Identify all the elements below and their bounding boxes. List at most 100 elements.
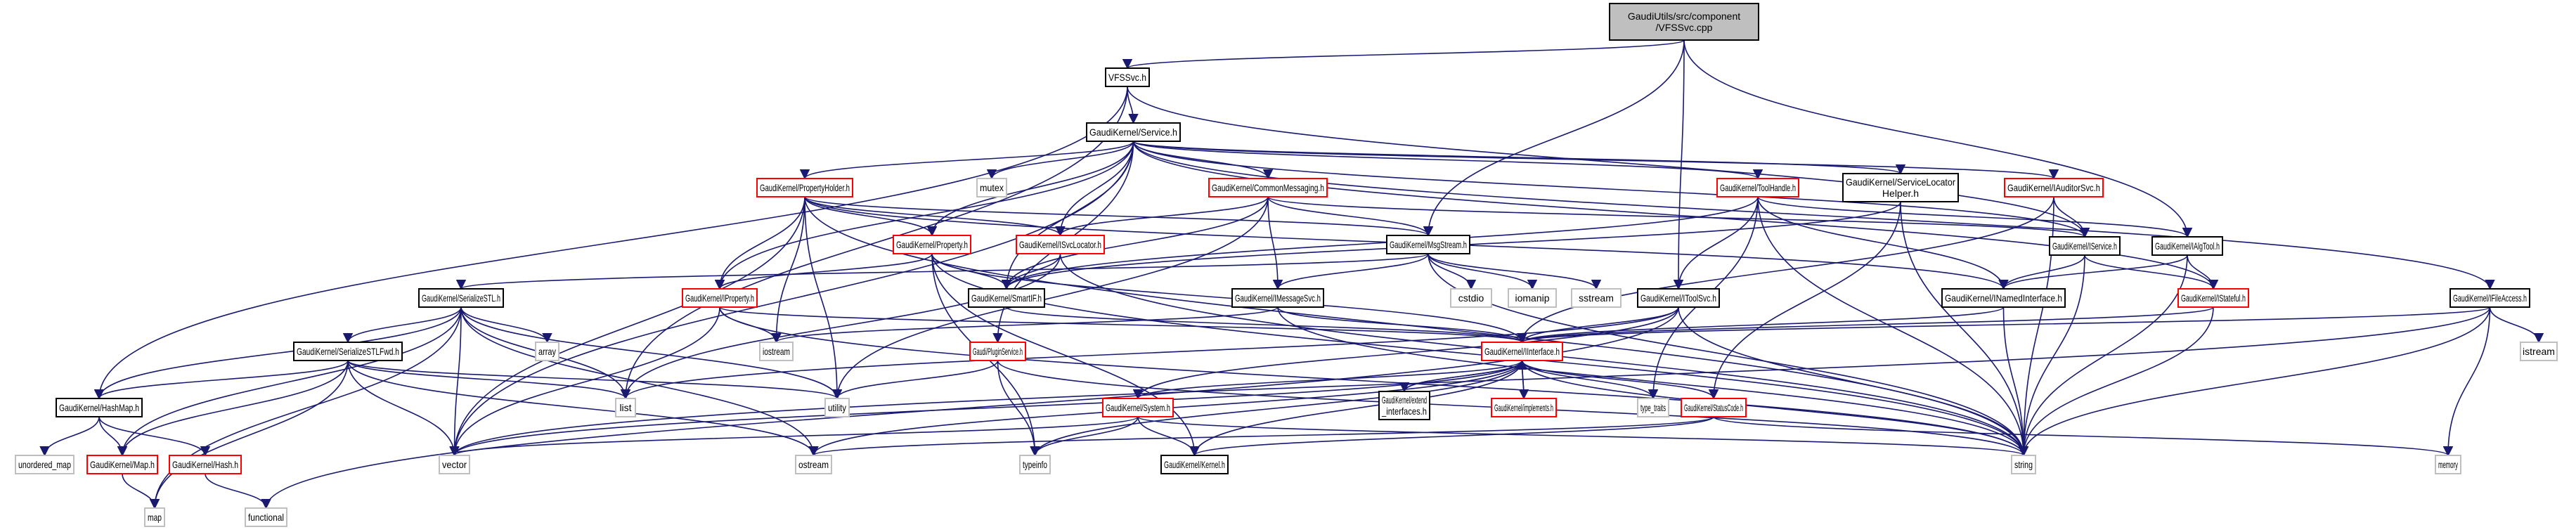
- node-root[interactable]: GaudiUtils/src/component/VFSSvc.cpp: [1609, 3, 1759, 41]
- node-statuscode-h[interactable]: GaudiKernel/StatusCode.h: [1681, 398, 1747, 417]
- node-isvclocator-h[interactable]: GaudiKernel/ISvcLocator.h: [1016, 235, 1105, 254]
- node-imessagesvc-h[interactable]: GaudiKernel/IMessageSvc.h: [1231, 288, 1324, 308]
- edge-imessagesvc_h-to-string: [1277, 306, 2029, 457]
- node-implements-h[interactable]: GaudiKernel/implements.h: [1491, 398, 1557, 417]
- node-box: [1105, 67, 1150, 87]
- edge-service_h-to-toolhandle_h: [1132, 141, 1763, 180]
- node-pluginservice-h[interactable]: Gaudi/PluginService.h: [969, 342, 1026, 361]
- node-label: GaudiKernel/System.h: [1106, 402, 1170, 413]
- node-label: GaudiKernel/Hash.h: [172, 459, 238, 470]
- edge-serializestl_h-to-utility: [460, 306, 843, 400]
- edge-service_h-to-isvclocator_h: [1055, 141, 1134, 237]
- node-hashmap-h[interactable]: GaudiKernel/HashMap.h: [56, 398, 143, 417]
- node-map-h[interactable]: GaudiKernel/Map.h: [86, 455, 158, 474]
- node-cstdio[interactable]: cstdio: [1450, 288, 1492, 308]
- node-sstream[interactable]: sstream: [1571, 288, 1622, 308]
- node-typeinfo[interactable]: typeinfo: [1019, 455, 1051, 474]
- edge-root-to-msgstream_h: [1423, 39, 1685, 237]
- node-label: typeinfo: [1023, 459, 1047, 470]
- node-serializestlfwd-h[interactable]: GaudiKernel/SerializeSTLFwd.h: [293, 342, 403, 361]
- node-label: GaudiKernel/ISvcLocator.h: [1019, 239, 1101, 250]
- node-box: [56, 398, 143, 417]
- node-label: utility: [828, 402, 846, 413]
- node-box: [1681, 398, 1747, 417]
- node-box: [2520, 342, 2558, 361]
- node-box: [976, 178, 1007, 197]
- node-iinterface-h[interactable]: GaudiKernel/IInterface.h: [1481, 342, 1563, 361]
- node-mutex[interactable]: mutex: [976, 178, 1007, 197]
- node-vector[interactable]: vector: [439, 455, 470, 474]
- node-serializestl-h[interactable]: GaudiKernel/SerializeSTL.h: [418, 288, 504, 308]
- node-memory[interactable]: memory: [2435, 455, 2461, 474]
- node-label: GaudiKernel/IToolSvc.h: [1640, 292, 1716, 304]
- node-utility[interactable]: utility: [824, 398, 850, 417]
- node-iauditorsvc-h[interactable]: GaudiKernel/IAuditorSvc.h: [2004, 178, 2104, 197]
- node-service-h[interactable]: GaudiKernel/Service.h: [1086, 122, 1181, 142]
- edge-system_h-to-string: [1137, 416, 2028, 457]
- node-box: [1086, 122, 1181, 142]
- node-commonmessaging-h[interactable]: GaudiKernel/CommonMessaging.h: [1208, 178, 1328, 197]
- node-list[interactable]: list: [615, 398, 636, 417]
- edge-itoolsvc_h-to-system_h: [1132, 306, 1679, 400]
- edge-statuscode_h-to-ostream: [808, 416, 1714, 457]
- edge-serializestl_h-to-map: [149, 306, 462, 510]
- node-itoolsvc-h[interactable]: GaudiKernel/IToolSvc.h: [1637, 288, 1720, 308]
- edge-inamedinterface_h-to-iinterface_h: [1517, 306, 2005, 344]
- node-vfssvc-h[interactable]: VFSSvc.h: [1105, 67, 1150, 87]
- node-ialgtool-h[interactable]: GaudiKernel/IAlgTool.h: [2151, 236, 2223, 256]
- node-iostream[interactable]: iostream: [759, 342, 794, 361]
- edge-iservice_h-to-inamedinterface_h: [1998, 254, 2085, 290]
- edge-iauditorsvc_h-to-string: [2018, 196, 2054, 457]
- node-functional[interactable]: functional: [245, 507, 287, 527]
- node-box: [968, 288, 1045, 308]
- edge-ifileaccess_h-to-vector: [449, 306, 2491, 457]
- node-map[interactable]: map: [144, 507, 165, 527]
- edge-serializestlfwd_h-to-ostream: [347, 360, 819, 457]
- edge-hashmap_h-to-hash_h: [98, 416, 211, 457]
- node-box: [1386, 235, 1470, 254]
- node-hash-h[interactable]: GaudiKernel/Hash.h: [169, 455, 242, 474]
- node-box: [1481, 342, 1563, 361]
- node-ifileaccess-h[interactable]: GaudiKernel/IFileAccess.h: [2449, 288, 2530, 308]
- node-istream[interactable]: istream: [2520, 342, 2558, 361]
- node-ostream[interactable]: ostream: [795, 455, 832, 474]
- node-label: type_traits: [1640, 402, 1666, 413]
- node-label: GaudiKernel/Kernel.h: [1164, 459, 1225, 470]
- edge-iinterface_h-to-vector: [449, 360, 1523, 457]
- node-kernel-h[interactable]: GaudiKernel/Kernel.h: [1160, 455, 1229, 474]
- edge-propertyholder_h-to-utility: [804, 196, 843, 400]
- edge-map_h-to-map: [122, 473, 160, 510]
- node-toolhandle-h[interactable]: GaudiKernel/ToolHandle.h: [1716, 178, 1799, 197]
- node-box: [1941, 288, 2066, 308]
- node-inamedinterface-h[interactable]: GaudiKernel/INamedInterface.h: [1941, 288, 2066, 308]
- node-label: GaudiKernel/PropertyHolder.h: [760, 182, 850, 193]
- edge-serializestl_h-to-vector: [449, 306, 462, 457]
- edge-propertyholder_h-to-vector: [449, 196, 805, 457]
- node-type-traits[interactable]: type_traits: [1637, 398, 1669, 417]
- node-box: [1491, 398, 1557, 417]
- node-extend-interfaces-h[interactable]: GaudiKernel/extend_interfaces.h: [1378, 391, 1430, 420]
- node-property-h[interactable]: GaudiKernel/Property.h: [893, 235, 971, 254]
- node-label: functional: [248, 512, 284, 523]
- node-iomanip[interactable]: iomanip: [1508, 288, 1557, 308]
- edge-serializestlfwd_h-to-vector: [347, 360, 460, 457]
- node-label: istream: [2523, 346, 2555, 357]
- node-string[interactable]: string: [2011, 455, 2036, 474]
- node-array[interactable]: array: [535, 342, 559, 361]
- node-unordered-map[interactable]: unordered_map: [15, 455, 75, 474]
- node-system-h[interactable]: GaudiKernel/System.h: [1102, 398, 1174, 417]
- edge-statuscode_h-to-kernel_h: [1189, 416, 1714, 457]
- node-istateful-h[interactable]: GaudiKernel/IStateful.h: [2177, 288, 2249, 308]
- node-msgstream-h[interactable]: GaudiKernel/MsgStream.h: [1386, 235, 1470, 254]
- edge-service_h-to-iauditorsvc_h: [1132, 141, 2059, 180]
- edge-ialgtool_h-to-istateful_h: [2187, 254, 2219, 290]
- edge-msgstream_h-to-imessagesvc_h: [1272, 253, 1429, 290]
- node-propertyholder-h[interactable]: GaudiKernel/PropertyHolder.h: [756, 178, 853, 197]
- edge-imessagesvc_h-to-iostream: [771, 306, 1279, 344]
- edge-system_h-to-vector: [449, 416, 1139, 457]
- edge-iproperty_h-to-vector: [449, 306, 720, 457]
- node-iservice-h[interactable]: GaudiKernel/IService.h: [2049, 236, 2121, 256]
- node-iproperty-h[interactable]: GaudiKernel/IProperty.h: [682, 288, 758, 308]
- node-smartif-h[interactable]: GaudiKernel/SmartIF.h: [968, 288, 1045, 308]
